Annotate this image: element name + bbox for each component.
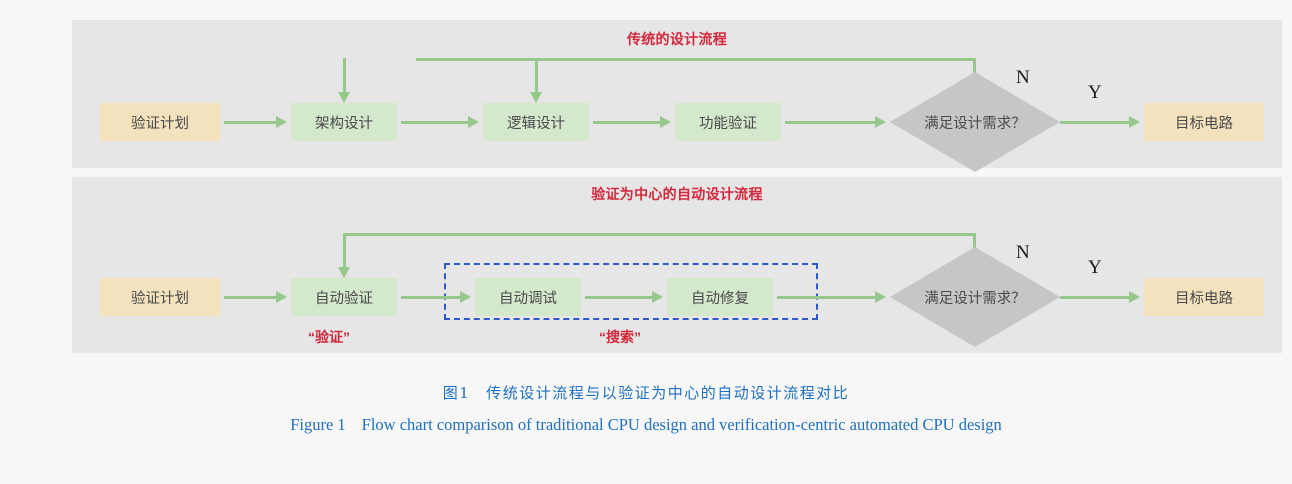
node-function-verification[interactable]: 功能验证: [675, 103, 781, 141]
node-decision-requirements-met[interactable]: 满足设计需求？: [890, 72, 1060, 172]
feedback-drop-logic-arrowhead: [530, 92, 542, 103]
node-target-circuit[interactable]: 目标电路: [1144, 103, 1264, 141]
feedback-drop-architecture: [343, 58, 346, 96]
node-verification-plan[interactable]: 验证计划: [100, 103, 220, 141]
arrow-plan-to-auto-verify: [224, 295, 276, 299]
node-label: 自动调试: [499, 290, 557, 307]
annotation-search: “搜索”: [599, 329, 641, 345]
caption-chinese-text: 传统设计流程与以验证为中心的自动设计流程对比: [486, 384, 850, 402]
node-label: 自动修复: [691, 290, 749, 307]
node-label: 满足设计需求？: [924, 115, 1026, 132]
node-architecture-design[interactable]: 架构设计: [291, 103, 397, 141]
feedback-drop-logic: [535, 58, 538, 96]
node-logic-design[interactable]: 逻辑设计: [483, 103, 589, 141]
arrow-decision-to-target: [1060, 295, 1129, 299]
arrow-function-to-decision-head: [875, 115, 886, 128]
node-auto-verify[interactable]: 自动验证: [291, 278, 397, 316]
arrow-logic-to-function-head: [660, 115, 671, 128]
node-verification-plan[interactable]: 验证计划: [100, 278, 220, 316]
node-label: 架构设计: [315, 115, 373, 132]
feedback-drop-architecture-arrowhead: [338, 92, 350, 103]
node-label: 验证计划: [131, 115, 189, 132]
arrow-plan-to-auto-verify-head: [276, 290, 287, 303]
caption-chinese-prefix: 图1: [442, 384, 471, 402]
caption-english: Figure 1 Flow chart comparison of traditi…: [0, 415, 1292, 435]
node-label: 功能验证: [699, 115, 757, 132]
annotation-verify: “验证”: [308, 329, 350, 345]
branch-label-yes: Y: [1088, 82, 1102, 103]
arrow-auto-debug-to-auto-repair-head: [652, 290, 663, 303]
panel-title-automated: 验证为中心的自动设计流程: [591, 186, 763, 202]
feedback-bus-traditional: [416, 58, 976, 61]
panel-traditional-flow: 传统的设计流程 验证计划 架构设计 逻辑设计 功能验证 满足设计需求？ 目标电路: [72, 20, 1282, 172]
caption-english-text: Flow chart comparison of traditional CPU…: [361, 415, 1002, 434]
branch-label-yes: Y: [1088, 257, 1102, 278]
arrow-architecture-to-logic: [401, 120, 468, 124]
node-label: 验证计划: [131, 290, 189, 307]
panel-automated-flow: 验证为中心的自动设计流程 验证计划 自动验证 自动调试 自动修复 满足设计需求？…: [72, 177, 1282, 353]
arrow-plan-to-architecture-head: [276, 115, 287, 128]
arrow-function-to-decision: [785, 120, 875, 124]
feedback-drop-auto-verify: [343, 233, 346, 271]
arrow-auto-repair-to-decision-head: [875, 290, 886, 303]
node-target-circuit[interactable]: 目标电路: [1144, 278, 1264, 316]
feedback-bus-automated: [344, 233, 976, 236]
node-auto-debug[interactable]: 自动调试: [475, 278, 581, 316]
branch-label-no: N: [1016, 242, 1030, 263]
caption-english-prefix: Figure 1: [290, 415, 346, 434]
caption-chinese: 图1 传统设计流程与以验证为中心的自动设计流程对比: [0, 382, 1292, 403]
arrow-decision-to-target-head: [1129, 290, 1140, 303]
node-auto-repair[interactable]: 自动修复: [667, 278, 773, 316]
arrow-auto-verify-to-auto-debug: [401, 295, 460, 299]
node-decision-requirements-met[interactable]: 满足设计需求？: [890, 247, 1060, 347]
arrow-auto-repair-to-decision: [777, 295, 875, 299]
panel-title-traditional: 传统的设计流程: [626, 31, 728, 47]
arrow-decision-to-target: [1060, 120, 1129, 124]
search-group-dashed-box: [444, 263, 818, 320]
node-label: 目标电路: [1175, 115, 1233, 132]
branch-label-no: N: [1016, 67, 1030, 88]
arrow-logic-to-function: [593, 120, 660, 124]
node-label: 逻辑设计: [507, 115, 565, 132]
arrow-auto-debug-to-auto-repair: [585, 295, 652, 299]
node-label: 满足设计需求？: [924, 290, 1026, 307]
node-label: 目标电路: [1175, 290, 1233, 307]
arrow-architecture-to-logic-head: [468, 115, 479, 128]
feedback-drop-auto-verify-arrowhead: [338, 267, 350, 278]
arrow-auto-verify-to-auto-debug-head: [460, 290, 471, 303]
arrow-decision-to-target-head: [1129, 115, 1140, 128]
arrow-plan-to-architecture: [224, 120, 276, 124]
node-label: 自动验证: [315, 290, 373, 307]
